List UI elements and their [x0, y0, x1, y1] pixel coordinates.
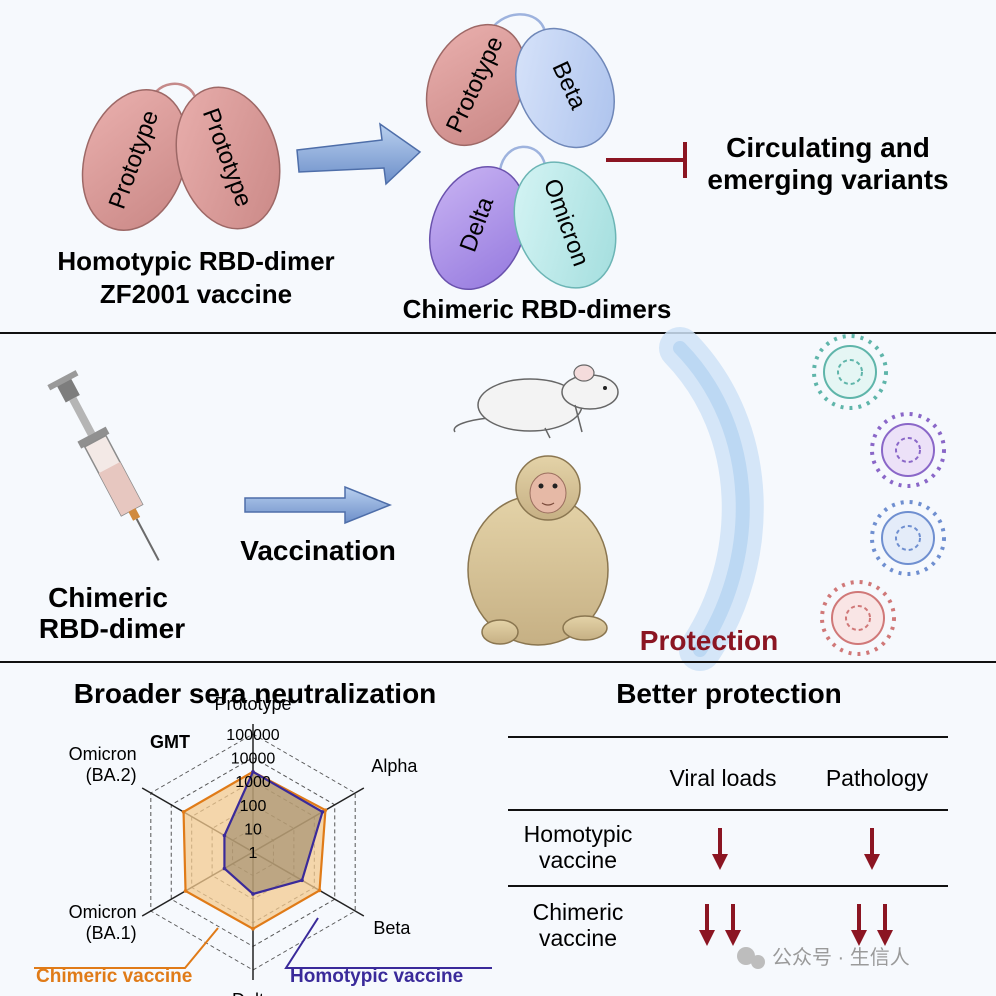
- row-chimeric-label-line2: vaccine: [539, 925, 617, 951]
- radar-tick-label: 1000: [235, 774, 271, 791]
- vaccine-label-line2: RBD-dimer: [39, 613, 185, 644]
- virus-icon-purple: [870, 412, 946, 488]
- linker-loop: [498, 145, 547, 171]
- radar-point: [251, 770, 255, 774]
- decrease-arrow: [725, 904, 741, 946]
- virus-icon-blue: [870, 500, 946, 576]
- vaccination-arrow: [244, 485, 393, 525]
- row-homotypic-label-line1: Homotypic: [524, 821, 633, 847]
- row-homotypic-label-line2: vaccine: [539, 847, 617, 873]
- radar-axis-label: Alpha: [371, 756, 418, 776]
- radar-point: [183, 889, 188, 893]
- radar-tick-label: 10000: [231, 751, 276, 768]
- decrease-arrow: [699, 904, 715, 946]
- vaccination-label: Vaccination: [240, 535, 396, 566]
- protection-label: Protection: [640, 625, 778, 656]
- radar-axis-label: Omicron: [69, 902, 137, 922]
- chimeric-caption: Chimeric RBD-dimers: [403, 294, 672, 324]
- radar-axis-label: Delta: [232, 990, 275, 996]
- chimeric-beta-rbd: [515, 27, 615, 149]
- table-arrows: [699, 828, 893, 946]
- legend-leader-chimeric: [34, 927, 219, 969]
- decrease-arrow: [712, 828, 728, 870]
- radar-point: [251, 892, 255, 896]
- radar-axis-label: (BA.2): [86, 765, 137, 785]
- homotypic-caption-line2: ZF2001 vaccine: [100, 279, 292, 309]
- radar-point: [323, 808, 328, 812]
- radar-axis-labels: PrototypeAlphaBetaDeltaOmicron(BA.1)Omic…: [69, 694, 419, 996]
- top-panel: Prototype Prototype Homotypic RBD-dimer …: [57, 13, 949, 324]
- row-chimeric-label-line1: Chimeric: [533, 899, 624, 925]
- radar-tick-label: 100: [240, 798, 267, 815]
- homotypic-caption-line1: Homotypic RBD-dimer: [57, 246, 334, 276]
- radar-axis-label: Beta: [373, 918, 411, 938]
- radar-tick-label: 100000: [226, 727, 279, 744]
- radar-point: [320, 810, 325, 814]
- watermark: 公众号 · 生信人: [737, 946, 910, 969]
- monkey-icon: [467, 455, 609, 646]
- wechat-icon: [737, 947, 755, 965]
- wechat-icon-bubble: [751, 955, 765, 969]
- mouse-icon: [453, 364, 619, 439]
- radar-point: [181, 810, 186, 814]
- radar-panel: Broader sera neutralization 1 10 100 1000 10…: [34, 678, 492, 996]
- radar-tick-label: 10: [244, 821, 262, 838]
- syringe-icon: [47, 370, 160, 561]
- radar-point: [300, 878, 304, 883]
- column-pathology: Pathology: [826, 765, 929, 791]
- chimeric-omicron-rbd: [513, 161, 617, 289]
- legend-leader-homotypic: [284, 917, 492, 969]
- radar-point: [317, 888, 322, 893]
- decrease-arrow: [864, 828, 880, 870]
- chimeric-prototype-rbd: [425, 23, 527, 147]
- legend-chimeric: Chimeric vaccine: [36, 966, 192, 987]
- radar-point: [222, 833, 227, 838]
- legend-homotypic: Homotypic vaccine: [290, 966, 463, 987]
- table-title: Better protection: [616, 678, 842, 709]
- protection-table: Better protection Viral loads Pathology …: [508, 678, 948, 951]
- radar-axis-label: Omicron: [69, 744, 137, 764]
- virus-icon-pink: [820, 580, 896, 656]
- radar-axis-label: (BA.1): [86, 923, 137, 943]
- watermark-text: 公众号 · 生信人: [772, 946, 910, 969]
- protection-shield-core: [673, 341, 750, 657]
- radar-axis-label: Prototype: [214, 694, 291, 714]
- gmt-label: GMT: [150, 732, 190, 752]
- radar-scale-ticks: 1 10 100 1000 10000 100000: [226, 727, 279, 862]
- decrease-arrow: [877, 904, 893, 946]
- target-line1: Circulating and: [726, 132, 930, 163]
- radar-point: [222, 866, 227, 871]
- radar-title: Broader sera neutralization: [74, 678, 437, 709]
- virus-icon-teal: [812, 334, 888, 410]
- arrow-to-chimeric: [296, 122, 422, 186]
- vaccine-label-line1: Chimeric: [48, 582, 168, 613]
- prototype-rbd-right: [175, 86, 281, 230]
- column-viral-loads: Viral loads: [670, 765, 777, 791]
- radar-tick-label: 1: [249, 845, 258, 862]
- radar-series: [181, 770, 328, 931]
- radar-point: [251, 927, 255, 931]
- middle-panel: Chimeric RBD-dimer Vaccination: [39, 327, 946, 671]
- target-line2: emerging variants: [707, 164, 948, 195]
- decrease-arrow: [851, 904, 867, 946]
